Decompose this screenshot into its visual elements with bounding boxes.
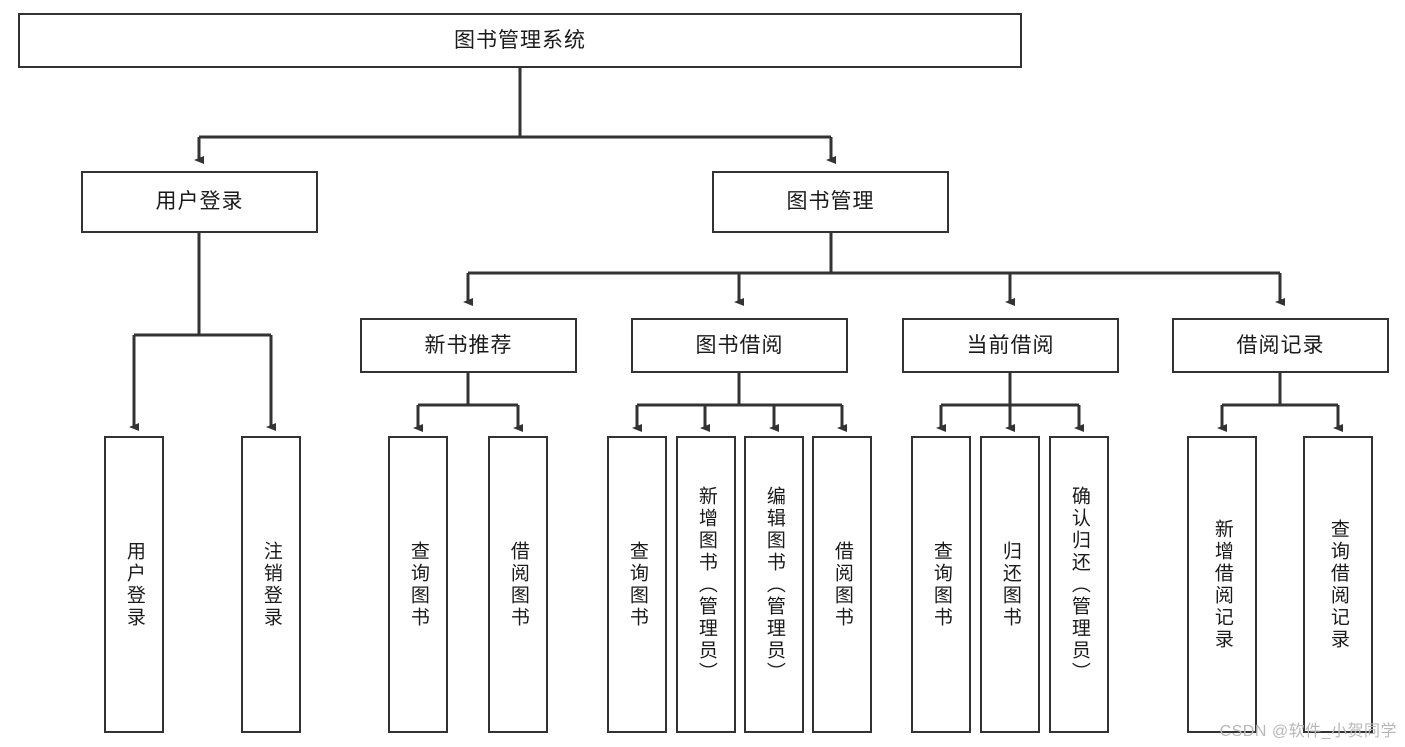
node-label: 借阅记录 [1236,333,1325,357]
leaf-query-book-borrow[interactable]: 查询图书 [607,436,667,733]
node-label: 编辑图书（管理员） [763,485,785,684]
leaf-user-login[interactable]: 用户登录 [104,436,164,733]
node-label: 图书管理系统 [454,28,586,52]
node-label: 用户登录 [155,190,244,214]
node-label: 用户登录 [123,540,145,629]
leaf-borrow-book-recommend[interactable]: 借阅图书 [488,436,548,733]
leaf-add-borrow-record[interactable]: 新增借阅记录 [1187,436,1257,733]
node-label: 查询图书 [407,540,429,629]
watermark: CSDN @软件_小贺同学 [1219,723,1397,740]
node-label: 查询借阅记录 [1327,518,1349,651]
node-label: 图书借阅 [695,333,784,357]
node-user-login[interactable]: 用户登录 [81,171,318,233]
node-new-book-recommend[interactable]: 新书推荐 [360,318,577,373]
leaf-add-book-admin[interactable]: 新增图书（管理员） [676,436,736,733]
node-label: 新增借阅记录 [1211,518,1233,651]
node-label: 图书管理 [786,190,875,214]
leaf-query-book-recommend[interactable]: 查询图书 [388,436,448,733]
node-root-system[interactable]: 图书管理系统 [18,13,1022,68]
node-current-borrow[interactable]: 当前借阅 [902,318,1119,373]
node-label: 查询图书 [626,540,648,629]
node-book-management[interactable]: 图书管理 [712,171,949,233]
node-label: 新增图书（管理员） [695,485,717,684]
node-label: 归还图书 [999,540,1021,629]
node-label: 新书推荐 [424,333,513,357]
node-label: 确认归还（管理员） [1068,485,1090,684]
leaf-confirm-return-admin[interactable]: 确认归还（管理员） [1049,436,1109,733]
node-label: 借阅图书 [507,540,529,629]
node-label: 当前借阅 [966,333,1055,357]
node-borrow-records[interactable]: 借阅记录 [1172,318,1389,373]
node-book-borrow[interactable]: 图书借阅 [631,318,848,373]
node-label: 借阅图书 [831,540,853,629]
node-label: 查询图书 [930,540,952,629]
leaf-borrow-book[interactable]: 借阅图书 [812,436,872,733]
leaf-logout[interactable]: 注销登录 [241,436,301,733]
node-label: 注销登录 [260,540,282,629]
leaf-return-book[interactable]: 归还图书 [980,436,1040,733]
leaf-query-borrow-record[interactable]: 查询借阅记录 [1303,436,1373,733]
leaf-edit-book-admin[interactable]: 编辑图书（管理员） [744,436,804,733]
leaf-query-book-current[interactable]: 查询图书 [911,436,971,733]
